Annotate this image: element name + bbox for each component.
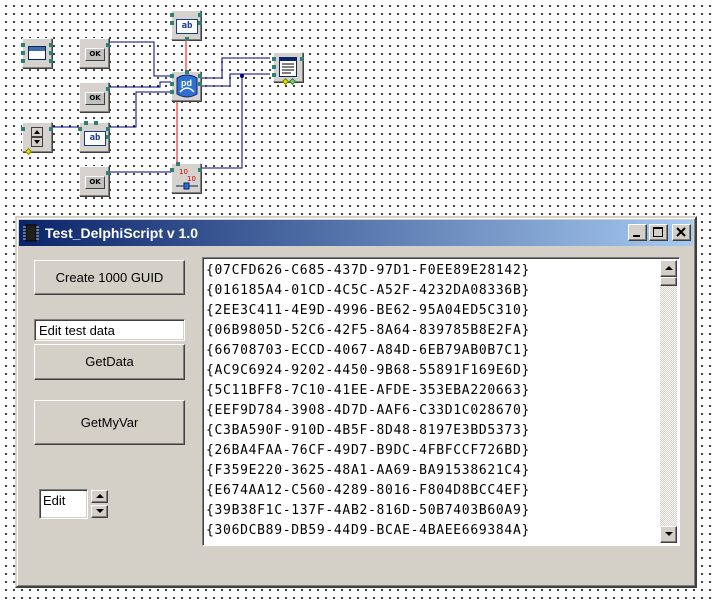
guid-listbox[interactable]: {07CFD626-C685-437D-97D1-F0EE89E28142} {0… [202,257,680,546]
spin-edit-value: Edit [43,493,66,508]
arrow-down-icon [665,532,673,536]
edit-test-data-field[interactable]: Edit test data [34,319,185,341]
edit-test-data-value: Edit test data [39,323,115,338]
list-item[interactable]: {07CFD626-C685-437D-97D1-F0EE89E28142} [206,263,531,278]
list-item[interactable]: {26BA4FAA-76CF-49D7-B9DC-4FBFCCF726BD} [206,443,531,458]
create-guid-button[interactable]: Create 1000 GUID [34,260,185,295]
list-item[interactable]: {C3BA590F-910D-4B5F-8D48-8197E3BD5373} [206,423,531,438]
list-item[interactable]: {06B9805D-52C6-42F5-8A64-839785B8E2FA} [206,323,531,338]
delphiscript-component[interactable]: pd [170,70,202,101]
ok-label: OK [85,176,105,189]
ok-button-component-3[interactable]: OK [79,166,110,196]
scroll-up-button[interactable] [660,260,677,277]
spin-down-button[interactable] [91,505,108,518]
list-item[interactable]: {EEF9D784-3908-4D7D-AAF6-C33D1C028670} [206,403,531,418]
chip-icon [23,224,39,242]
form-component[interactable] [21,38,53,68]
svg-text:10: 10 [187,175,196,183]
close-icon [676,227,686,237]
updown-icon [31,127,43,147]
getdata-button[interactable]: GetData [34,344,185,380]
guid-component[interactable]: 10 10 [170,162,202,193]
delphiscript-icon: pd [176,74,198,98]
list-item[interactable]: {39B38F1C-137F-4AB2-816D-50B7403B60A9} [206,503,531,518]
memo-component[interactable] [272,52,304,86]
window-title: Test_DelphiScript v 1.0 [45,225,199,241]
title-bar[interactable]: Test_DelphiScript v 1.0 [19,220,693,246]
spin-edit-field[interactable]: Edit [39,489,88,519]
ok-button-component-1[interactable]: OK [79,38,110,68]
create-guid-label: Create 1000 GUID [55,270,164,285]
vertical-scrollbar[interactable] [660,260,677,543]
list-item[interactable]: {F359E220-3625-48A1-AA69-BA91538621C4} [206,463,531,478]
guid-label: 10 [179,168,188,176]
edit-label: ab [84,131,106,146]
spin-up-button[interactable] [91,490,108,503]
memo-icon [279,57,297,77]
updown-component[interactable] [21,122,53,156]
arrow-up-icon [96,494,104,498]
maximize-button[interactable] [649,224,668,241]
ok-label: OK [85,48,105,61]
scroll-thumb[interactable] [660,277,677,286]
ok-label: OK [85,92,105,105]
list-item[interactable]: {66708703-ECCD-4067-A84D-6EB79AB0B7C1} [206,343,531,358]
guid-icon: 10 10 [176,168,198,190]
canvas-wires [52,41,270,173]
form-icon [28,46,46,60]
list-item[interactable]: {AC9C6924-9202-4450-9B68-55891F169E6D} [206,363,531,378]
edit-component-top[interactable]: ab [170,10,202,41]
minimize-button[interactable] [628,224,647,241]
list-item[interactable]: {2EE3C411-4E9D-4996-BE62-95A04ED5C310} [206,303,531,318]
scroll-down-button[interactable] [660,526,677,543]
list-item[interactable]: {E674AA12-C560-4289-8016-F804D8BCC4EF} [206,483,531,498]
delphiscript-label: pd [181,78,192,88]
list-item[interactable]: {306DCB89-DB59-44D9-BCAE-4BAEE669384A} [206,523,531,538]
edit-component-mid[interactable]: ab [78,121,110,152]
maximize-icon [653,227,663,237]
list-item[interactable]: {016185A4-01CD-4C5C-A52F-4232DA08336B} [206,283,531,298]
getmyvar-label: GetMyVar [80,415,139,430]
test-delphiscript-window: Test_DelphiScript v 1.0 Create 1000 GUID… [15,216,697,588]
close-button[interactable] [672,224,691,241]
arrow-up-icon [665,266,673,270]
getmyvar-button[interactable]: GetMyVar [34,400,185,445]
arrow-down-icon [96,509,104,513]
getdata-label: GetData [85,354,134,369]
minimize-icon [633,235,640,237]
edit-label: ab [176,19,198,34]
ok-button-component-2[interactable]: OK [79,82,110,112]
guid-list: {07CFD626-C685-437D-97D1-F0EE89E28142} {0… [206,261,530,541]
list-item[interactable]: {5C11BFF8-7C10-41EE-AFDE-353EBA220663} [206,383,531,398]
